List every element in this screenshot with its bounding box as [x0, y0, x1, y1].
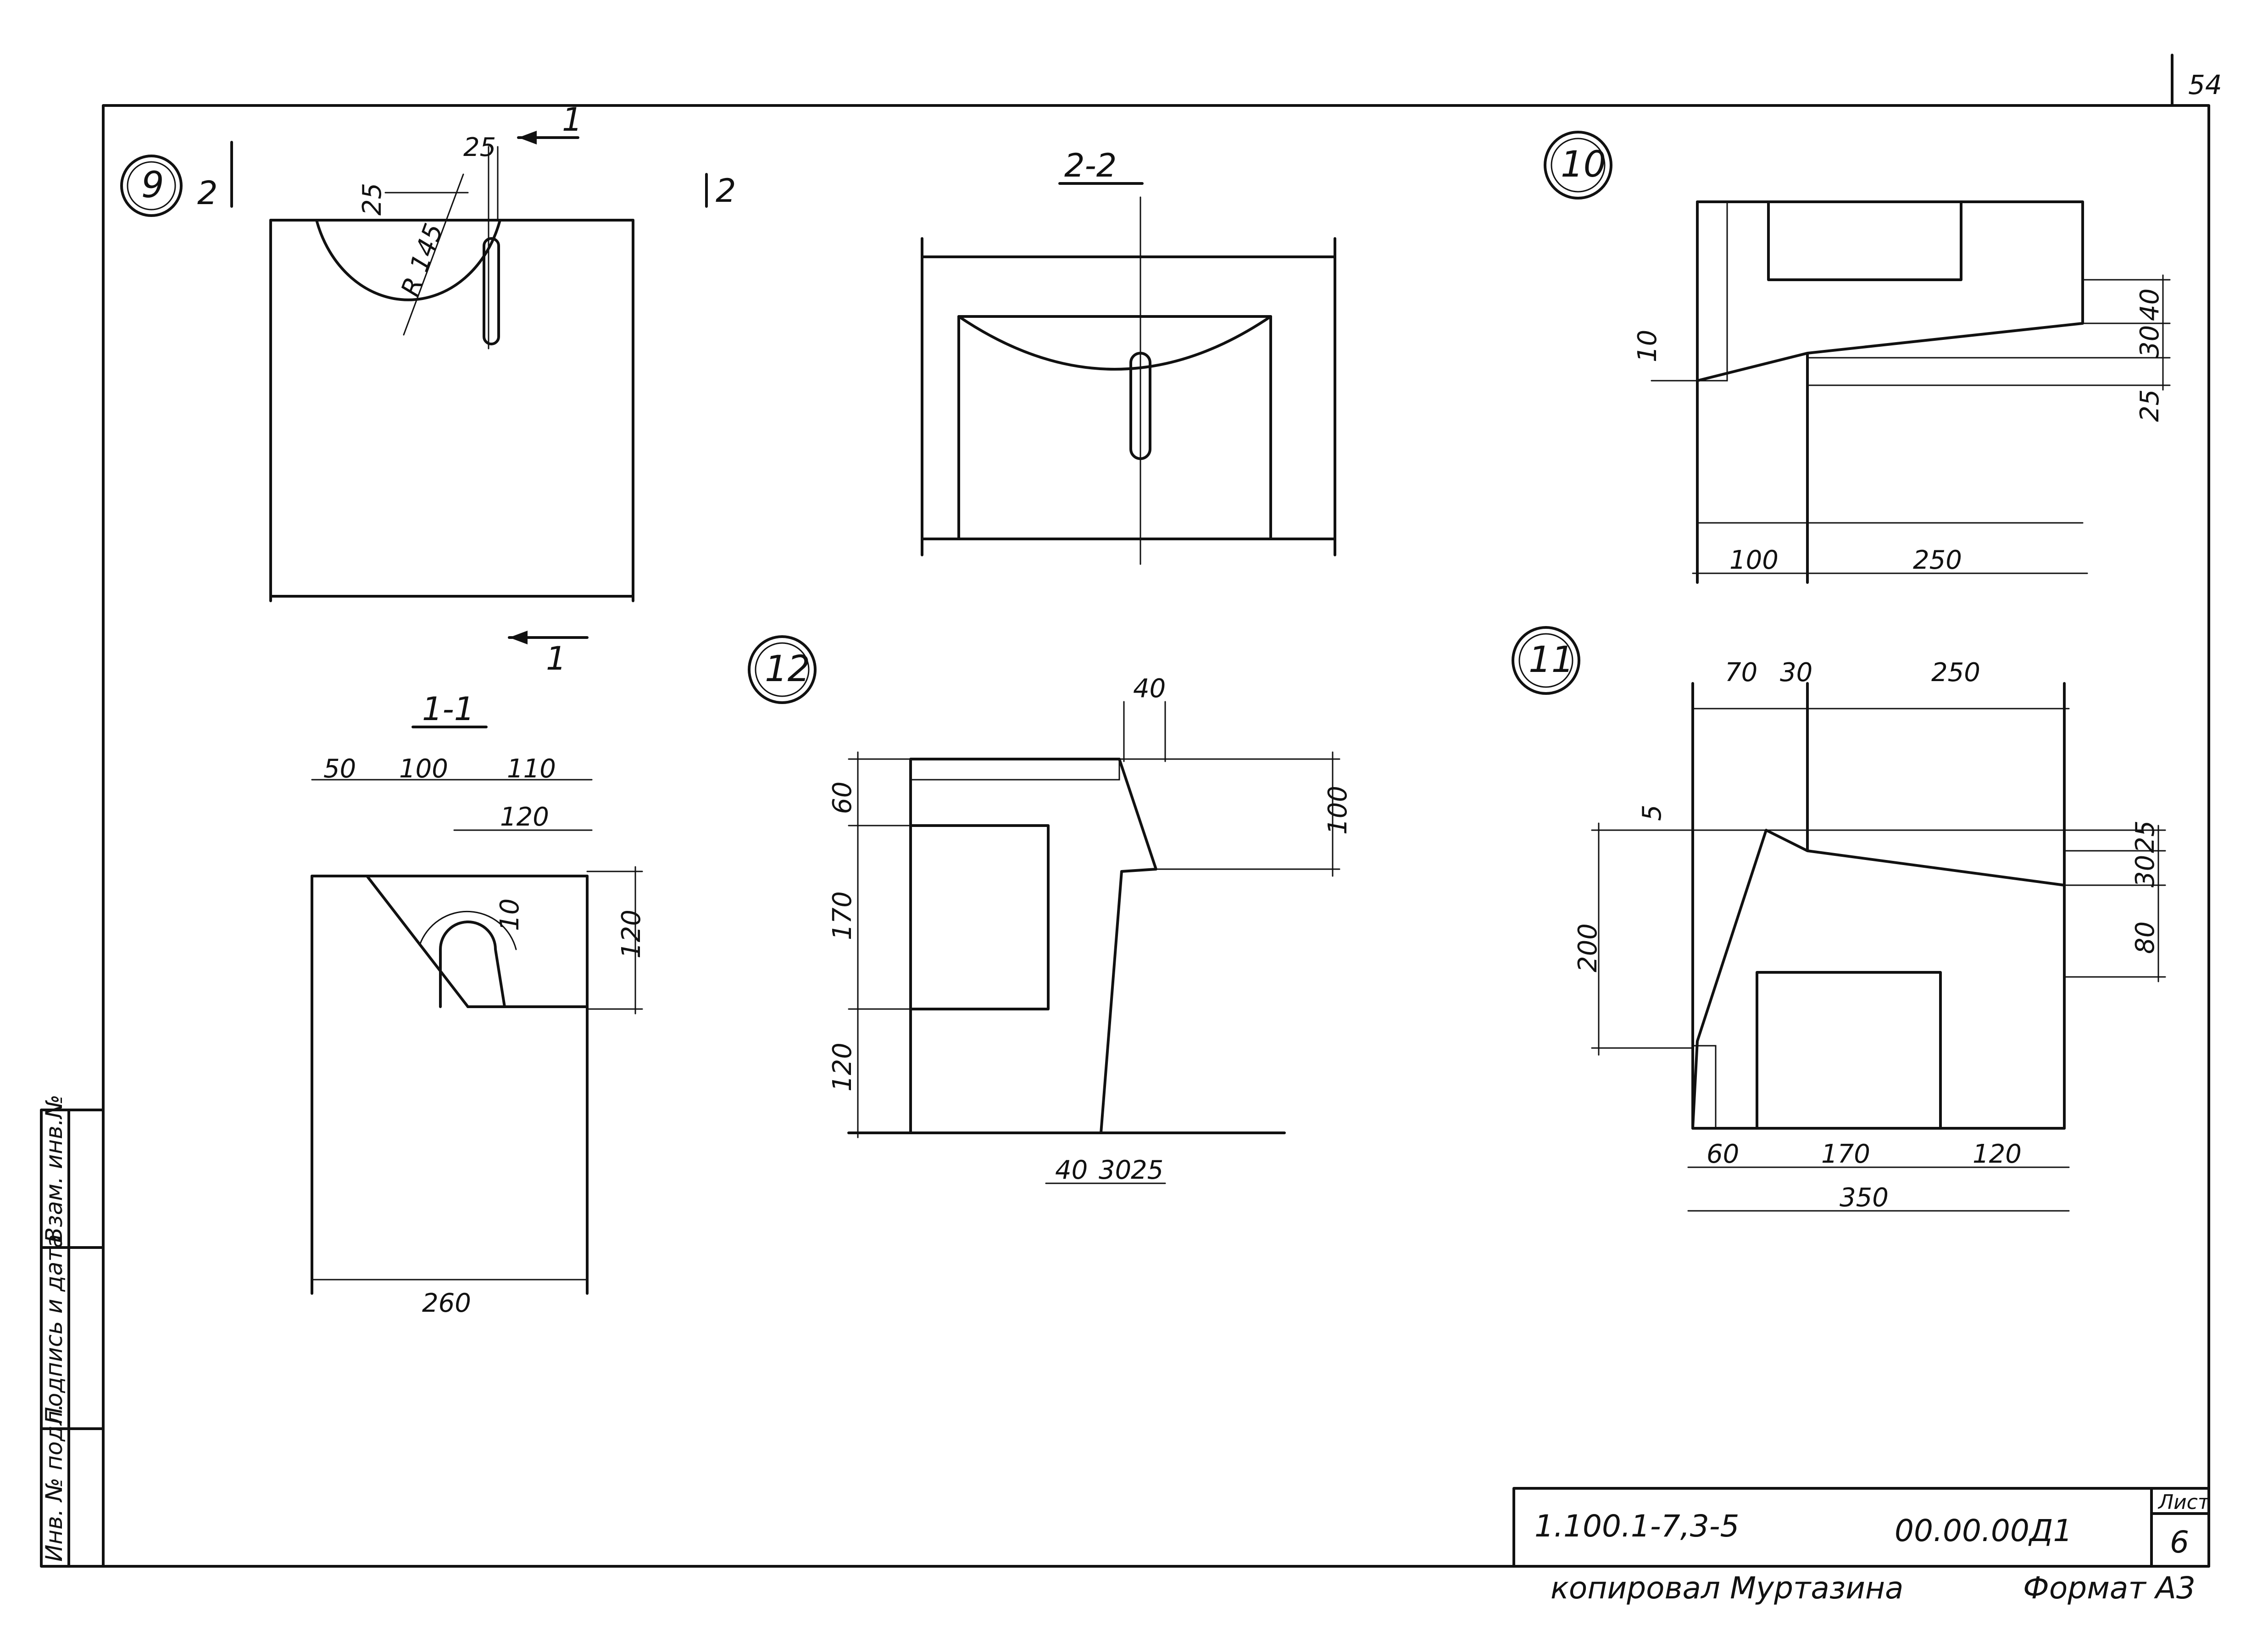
- node-9-cut-2-right: 2: [716, 172, 736, 210]
- node-11-dim-30-vertical: 30: [2130, 855, 2160, 887]
- section-1-1-title: 1-1: [422, 690, 474, 728]
- node-9-marker: [120, 155, 183, 217]
- node-10-marker: [1544, 131, 1612, 200]
- side-stamp: Инв. № подл. Подпись и дата Взам. инв.№: [40, 1094, 105, 1568]
- section-1-1-dim-110: 110: [507, 754, 556, 784]
- node-9-cut-1-bottom: 1: [546, 640, 567, 677]
- node-9: 9 25 25 R 145 1 1 2 2: [120, 101, 736, 677]
- node-11: 11 70 30 250 5 200 25 30 80 60 170 120 3…: [1512, 626, 2166, 1213]
- node-10-dim-30: 30: [2135, 325, 2165, 358]
- drawing-code: 00.00.00Д1: [1895, 1513, 2072, 1548]
- node-11-dim-200: 200: [1573, 923, 1603, 972]
- document-code: 1.100.1-7,3-5: [1534, 1509, 1740, 1544]
- node-11-dim-30: 30: [1780, 658, 1812, 688]
- node-11-dim-250: 250: [1931, 658, 1980, 688]
- node-11-dim-25: 25: [2130, 821, 2160, 853]
- node-9-dim-25-top: 25: [463, 133, 496, 162]
- node-9-cut-1-top: 1: [562, 101, 583, 139]
- node-10-number: 10: [1561, 144, 1606, 185]
- node-11-dim-120: 120: [1973, 1139, 2022, 1169]
- copied-by: копировал Муртазина: [1551, 1570, 1903, 1606]
- section-1-1-dim-100: 100: [399, 754, 448, 784]
- section-2-2-title: 2-2: [1064, 147, 1117, 184]
- node-11-dim-80: 80: [2130, 921, 2160, 954]
- section-1-1-dim-260: 260: [422, 1288, 471, 1318]
- section-1-1-dim-120-vertical: 120: [617, 910, 646, 959]
- page-number: 54: [2188, 69, 2222, 100]
- node-12-dim-100: 100: [1323, 786, 1353, 835]
- section-2-2: 2-2: [921, 147, 1336, 565]
- section-1-1-dim-50: 50: [323, 754, 356, 784]
- node-10-dim-25: 25: [2135, 389, 2165, 422]
- node-10-dim-40: 40: [2135, 288, 2165, 321]
- sheet-number: 6: [2170, 1525, 2189, 1560]
- node-11-dim-5: 5: [1637, 804, 1667, 821]
- node-12-dim-120: 120: [828, 1043, 857, 1092]
- sheet-label: Лист: [2157, 1491, 2210, 1514]
- node-12-dim-40-top: 40: [1133, 674, 1166, 704]
- node-10-dim-10: 10: [1633, 330, 1662, 362]
- node-11-dim-170: 170: [1821, 1139, 1870, 1169]
- node-12-number: 12: [765, 649, 810, 690]
- node-12-dim-25: 25: [1131, 1155, 1163, 1185]
- node-11-dim-60: 60: [1707, 1139, 1739, 1169]
- node-12: 12 40 60 170 120 100 40 30 25: [748, 635, 1353, 1185]
- node-9-cut-2-left: 2: [197, 174, 218, 212]
- node-12-marker: [748, 635, 817, 704]
- node-12-dim-60: 60: [828, 782, 857, 814]
- node-11-dim-70: 70: [1725, 658, 1757, 688]
- node-12-dim-170: 170: [828, 891, 857, 940]
- title-block: 1.100.1-7,3-5 00.00.00Д1 Лист 6 копирова…: [1512, 1487, 2210, 1606]
- node-11-number: 11: [1529, 639, 1574, 681]
- node-9-dim-25-left: 25: [357, 183, 387, 216]
- section-1-1-dim-10: 10: [495, 898, 525, 931]
- side-stamp-col3: Взам. инв.№: [41, 1094, 67, 1243]
- section-1-1: 1-1 50 100 110 120 10 120 260: [311, 690, 646, 1318]
- side-stamp-col2: Подпись и дата: [41, 1234, 67, 1424]
- node-12-dim-40: 40: [1055, 1155, 1088, 1185]
- sheet-border: [102, 104, 2210, 1568]
- section-1-1-dim-120: 120: [500, 802, 549, 832]
- node-12-dim-30: 30: [1099, 1155, 1131, 1185]
- node-10: 10 40 30 25 10 100 250: [1544, 131, 2171, 584]
- node-10-dim-250: 250: [1913, 545, 1962, 575]
- node-10-dim-100: 100: [1729, 545, 1779, 575]
- node-11-marker: [1512, 626, 1580, 695]
- node-9-radius: R 145: [395, 220, 449, 300]
- node-11-dim-350: 350: [1840, 1183, 1889, 1213]
- format-label: Формат А3: [2023, 1570, 2196, 1606]
- node-9-number: 9: [141, 165, 164, 206]
- side-stamp-col1: Инв. № подл.: [41, 1403, 67, 1562]
